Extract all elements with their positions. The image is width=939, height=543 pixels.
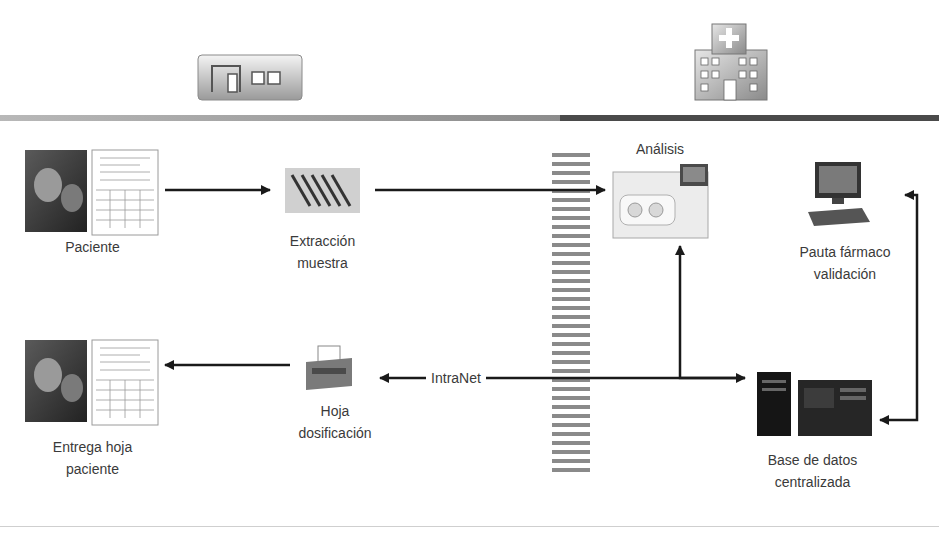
illustrated-step: Pauta fármaco validación xyxy=(785,155,905,290)
bottom-rule xyxy=(0,526,939,527)
patient-illustration xyxy=(25,150,158,235)
hospital-icon xyxy=(695,24,767,100)
analyser-machine xyxy=(613,164,708,238)
flow-arrow xyxy=(375,189,605,192)
step-label: Hoja dosificación xyxy=(291,400,379,444)
step-label: Paciente xyxy=(33,236,153,258)
step-label: Extracción muestra xyxy=(280,230,365,274)
flow-arrow xyxy=(680,246,745,378)
illustrated-step: Entrega hoja paciente xyxy=(20,338,165,484)
illustrated-step: Extracción muestra xyxy=(270,160,375,278)
step-label: Análisis xyxy=(610,138,710,160)
flow-arrow xyxy=(165,189,270,192)
flow-arrow xyxy=(880,195,917,420)
illustrated-step: Hoja dosificación xyxy=(290,340,380,448)
patient-illustration xyxy=(25,340,158,425)
step-label: Base de datos centralizada xyxy=(761,449,865,493)
illustrated-step: Análisis xyxy=(605,138,715,246)
computer-icon xyxy=(808,162,870,226)
server-icon xyxy=(757,372,872,436)
top-bar xyxy=(0,115,560,121)
edge-label: IntraNet xyxy=(426,369,486,387)
sample-tubes xyxy=(285,168,360,213)
flow-arrow xyxy=(165,364,290,367)
step-label: Entrega hoja paciente xyxy=(43,436,143,480)
illustrated-step: Base de datos centralizada xyxy=(745,355,880,497)
step-label: Pauta fármaco validación xyxy=(789,241,901,285)
top-bar xyxy=(560,115,939,121)
illustrated-step: Paciente xyxy=(20,148,165,262)
printer-icon xyxy=(306,346,352,390)
separator-strip xyxy=(552,150,590,472)
clinic-icon xyxy=(198,55,302,100)
